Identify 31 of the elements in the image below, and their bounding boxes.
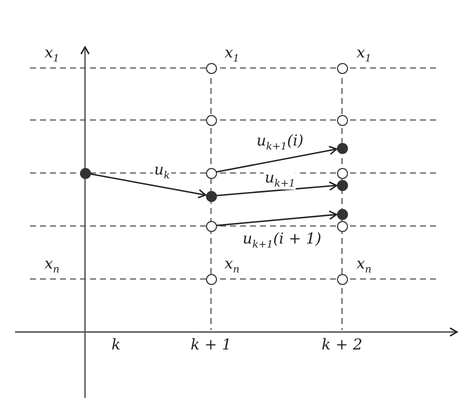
- open-point: [336, 274, 348, 284]
- state-label: x$_{n}$: [44, 256, 60, 276]
- state-label: x$_{1}$: [356, 46, 372, 64]
- open-point: [206, 168, 216, 178]
- axis-tick-label: k: [111, 338, 121, 352]
- arrow: [216, 146, 338, 173]
- axis-tick-label: k + 2: [322, 338, 362, 352]
- open-point: [206, 62, 216, 74]
- state-label: x$_{n}$: [224, 256, 240, 276]
- edge-label: u$_{k+1}$(i + 1): [242, 232, 322, 250]
- open-point: [206, 220, 216, 232]
- edge-label: u$_{k+1}$: [264, 170, 296, 190]
- filled-point: [80, 168, 90, 178]
- state-label: x$_{1}$: [224, 46, 240, 64]
- open-point: [206, 114, 216, 126]
- axis-tick-label: k + 1: [190, 338, 232, 352]
- open-point: [336, 62, 348, 74]
- filled-point: [336, 180, 348, 190]
- open-point: [336, 168, 348, 178]
- edge-label: u$_{k+1}$(i): [256, 134, 304, 152]
- arrow: [216, 210, 338, 226]
- state-label: x$_{1}$: [44, 46, 60, 64]
- arrow: [216, 181, 338, 196]
- open-point: [336, 114, 348, 126]
- filled-point: [336, 208, 348, 220]
- state-label: x$_{n}$: [356, 256, 372, 276]
- arrow: [90, 173, 206, 198]
- filled-point: [336, 142, 348, 154]
- open-point: [336, 220, 348, 232]
- open-point: [206, 274, 216, 284]
- filled-point: [206, 190, 216, 202]
